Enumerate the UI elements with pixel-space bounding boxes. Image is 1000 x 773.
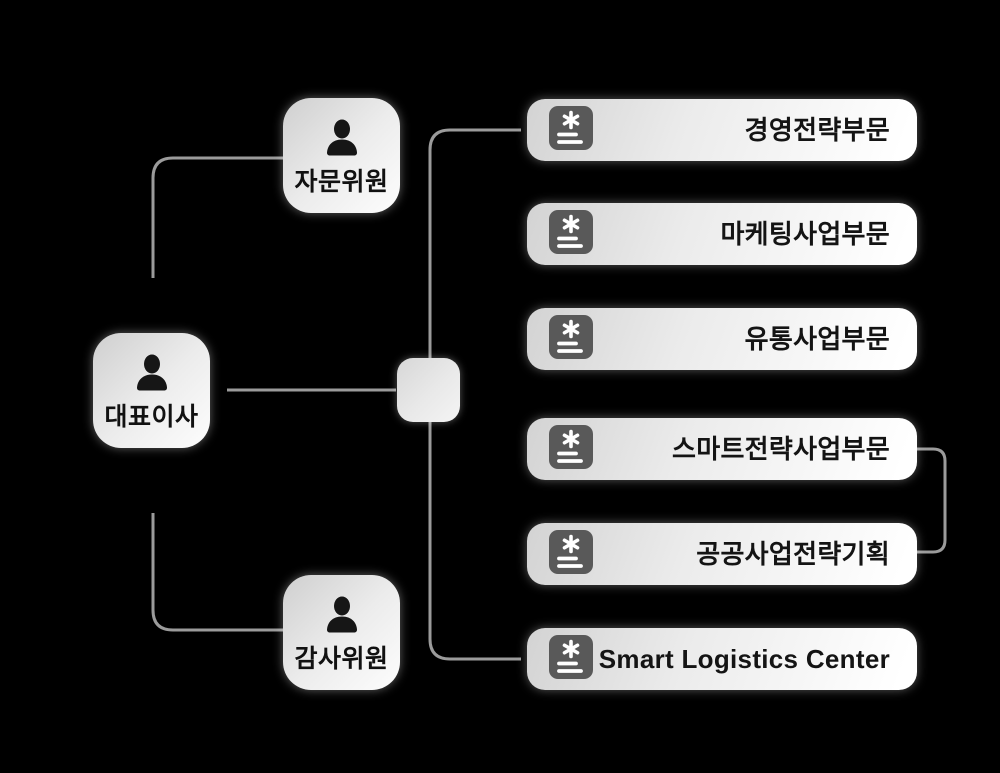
division-bar-5: Smart Logistics Center [527, 628, 917, 690]
link-ceo-advisor [151, 156, 284, 278]
division-label: 마케팅사업부문 [720, 219, 890, 249]
division-bar-2: 유통사업부문 [527, 308, 917, 370]
division-bar-4: 공공사업전략기획 [527, 523, 917, 585]
person-icon [320, 594, 364, 643]
division-bar-1: 마케팅사업부문 [527, 203, 917, 265]
division-label: 경영전략부문 [744, 115, 890, 145]
link-ceo-auditor [151, 513, 284, 632]
document-asterisk-icon [549, 529, 593, 579]
division-bar-0: 경영전략부문 [527, 99, 917, 161]
document-asterisk-icon [549, 209, 593, 259]
node-advisor-label: 자문위원 [294, 167, 389, 196]
division-label: Smart Logistics Center [598, 644, 890, 674]
document-asterisk-icon [549, 424, 593, 474]
division-label: 공공사업전략기획 [696, 539, 890, 569]
division-bar-3: 스마트전략사업부문 [527, 418, 917, 480]
person-icon [320, 117, 364, 166]
document-asterisk-icon [549, 634, 593, 684]
node-ceo-label: 대표이사 [104, 402, 199, 431]
document-asterisk-icon [549, 105, 593, 155]
person-icon [130, 352, 174, 401]
division-label: 유통사업부문 [744, 324, 890, 354]
node-auditor: 감사위원 [283, 575, 400, 690]
link-division4-division5-bracket [916, 447, 947, 554]
hub-connector-block [397, 358, 460, 422]
document-asterisk-icon [549, 314, 593, 364]
division-label: 스마트전략사업부문 [672, 434, 890, 464]
node-ceo: 대표이사 [93, 333, 210, 448]
node-advisor: 자문위원 [283, 98, 400, 213]
node-auditor-label: 감사위원 [294, 644, 389, 673]
